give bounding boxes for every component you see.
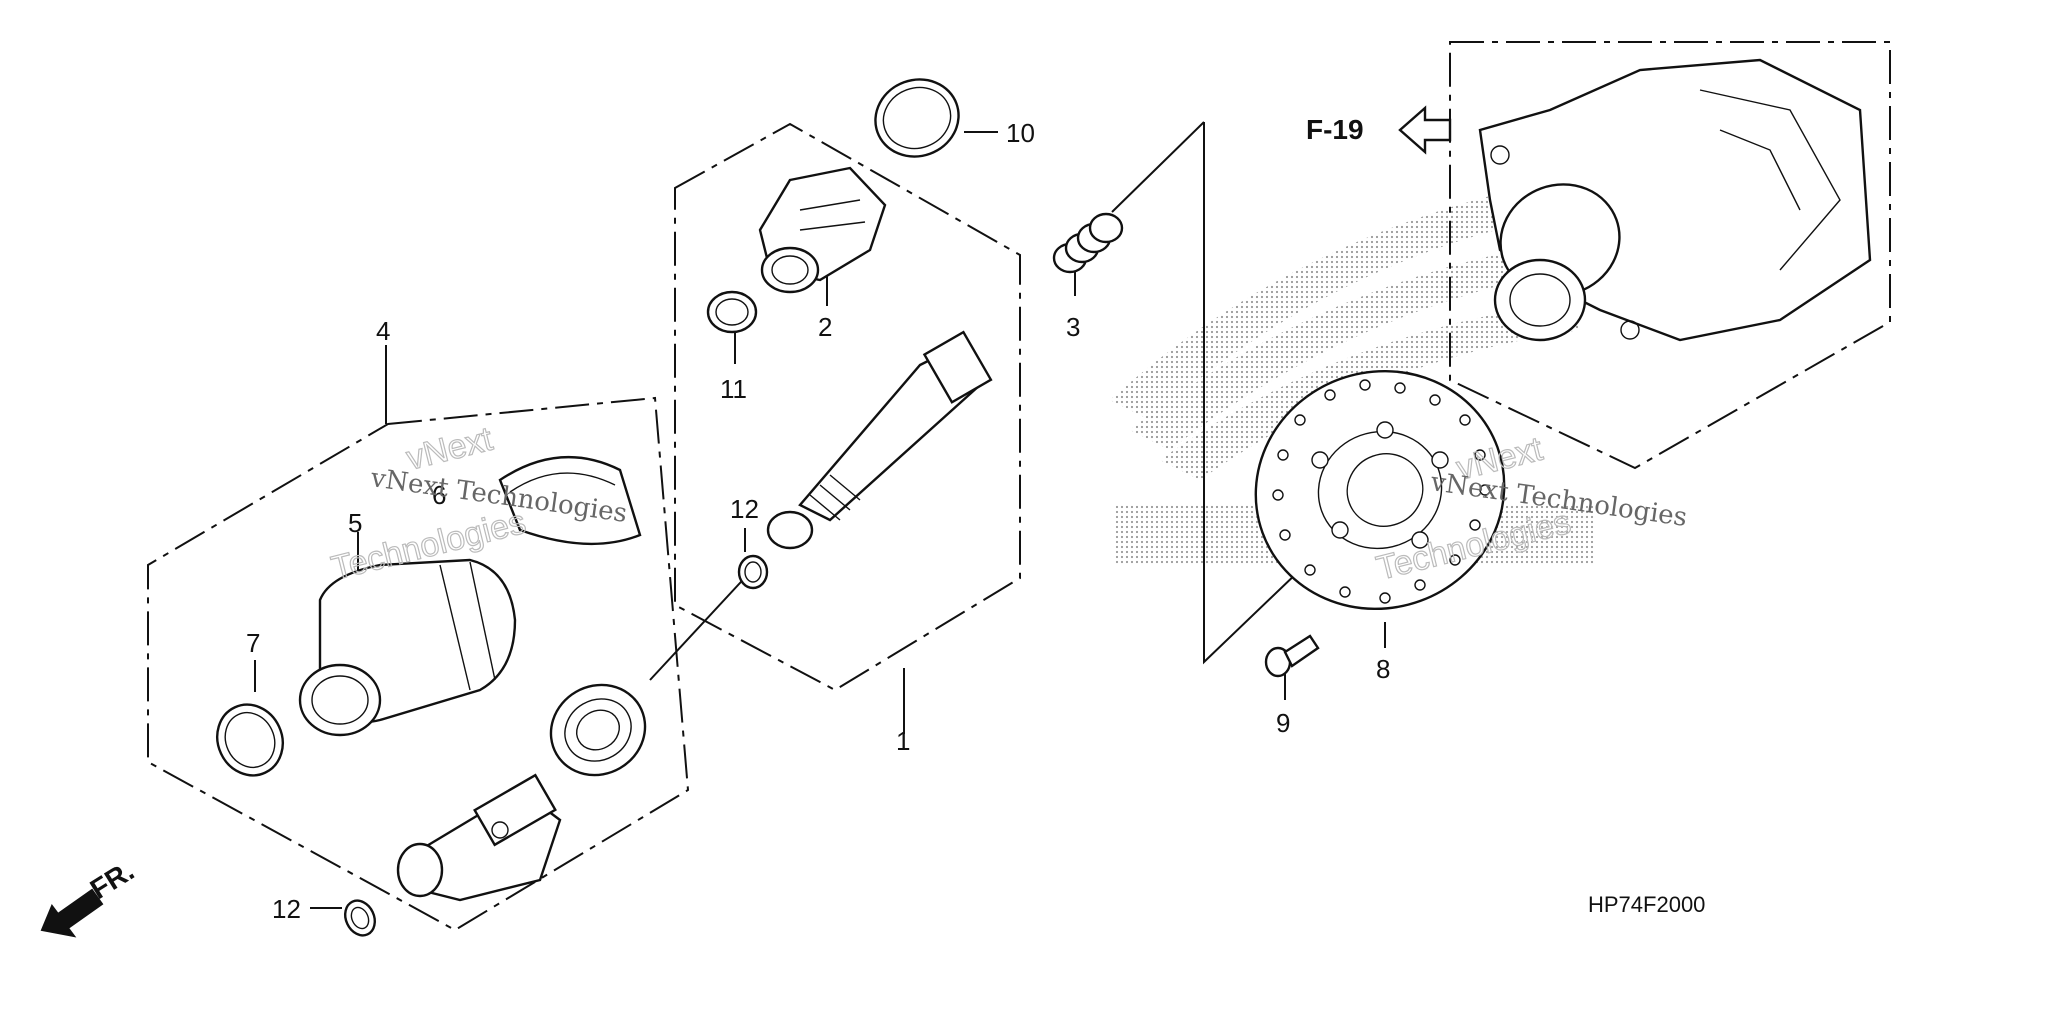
front-direction-arrow: FR.: [40, 855, 139, 938]
spring: [1052, 212, 1124, 274]
reference-arrow: F-19: [1306, 105, 1452, 155]
callout-11: 11: [720, 374, 747, 404]
callout-12-lower: 12: [272, 894, 301, 924]
callout-1: 1: [896, 726, 910, 756]
callout-10: 10: [1006, 118, 1035, 148]
leader-lines: [254, 121, 1386, 909]
universal-joint: [396, 773, 562, 902]
callout-12-upper: 12: [730, 494, 759, 524]
reference-label: F-19: [1306, 114, 1364, 145]
callout-4: 4: [376, 316, 390, 346]
diagram-code: HP74F2000: [1588, 892, 1705, 917]
circlip-upper: [737, 554, 769, 590]
oil-seal: [549, 683, 647, 777]
shaft-boot: [758, 166, 887, 294]
o-ring-large: [874, 78, 960, 158]
disc-bolt: [1264, 634, 1320, 678]
group-outline-drive-joint: [147, 396, 690, 932]
o-ring-small: [706, 290, 758, 334]
final-drive-housing: [1478, 58, 1872, 342]
circlip-lower: [344, 899, 376, 937]
brake-disc: [1254, 369, 1506, 611]
callout-7: 7: [246, 628, 260, 658]
boot-band-large: [498, 455, 642, 546]
boot-band-small: [216, 703, 284, 777]
group-outline-shaft: [674, 122, 1021, 692]
callout-8: 8: [1376, 654, 1390, 684]
callout-5: 5: [348, 508, 362, 538]
callout-3: 3: [1066, 312, 1080, 342]
callout-9: 9: [1276, 708, 1290, 738]
joint-boot: [298, 558, 517, 737]
propeller-shaft: [766, 330, 993, 550]
callout-2: 2: [818, 312, 832, 342]
callout-6: 6: [432, 480, 446, 510]
group-outline-hub: [1449, 41, 1891, 470]
